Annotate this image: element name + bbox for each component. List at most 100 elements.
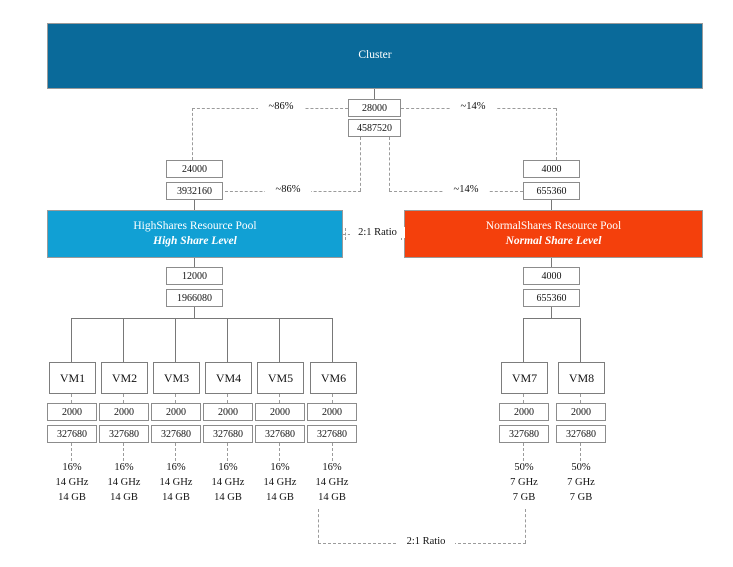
highshares-pool-block[interactable]: HighShares Resource Pool High Share Leve… xyxy=(47,210,343,258)
vm5-mem-shares-box[interactable]: 327680 xyxy=(255,425,305,443)
vm3-percent: 16% xyxy=(166,462,186,473)
vm7-cpu-shares-box[interactable]: 2000 xyxy=(499,403,549,421)
vm6-cpu-shares-box[interactable]: 2000 xyxy=(307,403,357,421)
highshares-child-mem-value: 1966080 xyxy=(177,292,212,304)
normalshares-child-mem-box[interactable]: 655360 xyxy=(523,289,580,307)
vm-label-vm6: VM6 xyxy=(320,370,347,385)
vm2-cpu-shares-box[interactable]: 2000 xyxy=(99,403,149,421)
vm2-percent: 16% xyxy=(114,462,134,473)
vm-box-vm7[interactable]: VM7 xyxy=(501,362,548,394)
vm6-gb: 14 GB xyxy=(318,491,346,503)
vm2-mem-shares-box[interactable]: 327680 xyxy=(99,425,149,443)
vm1-percent: 16% xyxy=(62,462,82,473)
vm4-stats: 16% 14 GHz 14 GB xyxy=(197,461,259,506)
vm2-ghz: 14 GHz xyxy=(107,476,141,488)
vm7-ghz: 7 GHz xyxy=(510,476,538,488)
vm-label-vm2: VM2 xyxy=(111,370,138,385)
vm4-cpu-connector xyxy=(227,394,228,403)
vm7-cpu-connector xyxy=(523,394,524,403)
vm-box-vm4[interactable]: VM4 xyxy=(205,362,252,394)
vm1-stats: 16% 14 GHz 14 GB xyxy=(41,461,103,506)
vm1-cpu-shares-value: 2000 xyxy=(62,406,82,418)
normalshares-pool-block[interactable]: NormalShares Resource Pool Normal Share … xyxy=(404,210,703,258)
vm8-gb: 7 GB xyxy=(569,491,593,503)
vm5-stats: 16% 14 GHz 14 GB xyxy=(249,461,311,506)
highshares-pool-name: HighShares Resource Pool xyxy=(133,219,257,232)
right-bus-stem xyxy=(551,307,552,318)
vm-box-vm6[interactable]: VM6 xyxy=(310,362,357,394)
vm1-mem-shares-box[interactable]: 327680 xyxy=(47,425,97,443)
vm3-cpu-shares-box[interactable]: 2000 xyxy=(151,403,201,421)
vm6-ghz: 14 GHz xyxy=(315,476,349,488)
normalshares-child-stem xyxy=(551,258,552,267)
vm-label-vm4: VM4 xyxy=(215,370,242,385)
vm6-mem-shares-box[interactable]: 327680 xyxy=(307,425,357,443)
highshares-cpu-shares-box[interactable]: 24000 xyxy=(166,160,223,178)
right-vm-bus xyxy=(523,318,580,319)
vm3-mem-shares-box[interactable]: 327680 xyxy=(151,425,201,443)
vm4-cpu-shares-value: 2000 xyxy=(218,406,238,418)
normalshares-child-cpu-box[interactable]: 4000 xyxy=(523,267,580,285)
highshares-pool-stem xyxy=(194,200,195,210)
vm3-ghz: 14 GHz xyxy=(159,476,193,488)
normalshares-mem-shares-box[interactable]: 655360 xyxy=(523,182,580,200)
vm1-mem-shares-value: 327680 xyxy=(57,428,87,440)
vm5-cpu-connector xyxy=(279,394,280,403)
vm5-stat-connector xyxy=(279,443,280,461)
cluster-mem-shares-box[interactable]: 4587520 xyxy=(348,119,401,137)
vm8-cpu-shares-box[interactable]: 2000 xyxy=(556,403,606,421)
vm-box-vm3[interactable]: VM3 xyxy=(153,362,200,394)
vm3-stat-connector xyxy=(175,443,176,461)
mem-split-right-stem xyxy=(389,137,390,191)
normalshares-cpu-shares-value: 4000 xyxy=(541,163,562,175)
vm-box-vm8[interactable]: VM8 xyxy=(558,362,605,394)
vm1-gb: 14 GB xyxy=(58,491,86,503)
vm-box-vm1[interactable]: VM1 xyxy=(49,362,96,394)
vm7-mem-shares-box[interactable]: 327680 xyxy=(499,425,549,443)
pool-ratio-label: 2:1 Ratio xyxy=(350,227,405,238)
vm4-stat-connector xyxy=(227,443,228,461)
highshares-mem-shares-value: 3932160 xyxy=(177,185,212,197)
vm-box-vm5[interactable]: VM5 xyxy=(257,362,304,394)
normalshares-share-level: Normal Share Level xyxy=(505,235,602,247)
vm8-stat-connector xyxy=(580,443,581,461)
highshares-mem-shares-box[interactable]: 3932160 xyxy=(166,182,223,200)
vm5-cpu-shares-box[interactable]: 2000 xyxy=(255,403,305,421)
vm-label-vm3: VM3 xyxy=(163,370,190,385)
normalshares-child-mem-value: 655360 xyxy=(536,292,567,304)
vm4-cpu-shares-box[interactable]: 2000 xyxy=(203,403,253,421)
vm-box-vm2[interactable]: VM2 xyxy=(101,362,148,394)
vm6-mem-shares-value: 327680 xyxy=(317,428,347,440)
normalshares-cpu-shares-box[interactable]: 4000 xyxy=(523,160,580,178)
highshares-child-cpu-box[interactable]: 12000 xyxy=(166,267,223,285)
bottom-ratio-left-drop xyxy=(318,509,319,543)
vm2-mem-shares-value: 327680 xyxy=(109,428,139,440)
vm5-gb: 14 GB xyxy=(266,491,294,503)
vm3-mem-shares-value: 327680 xyxy=(161,428,191,440)
vm5-mem-shares-value: 327680 xyxy=(265,428,295,440)
highshares-child-stem xyxy=(194,258,195,267)
left-vm-drop-3 xyxy=(175,318,176,362)
right-vm-drop-1 xyxy=(523,318,524,362)
vm1-ghz: 14 GHz xyxy=(55,476,89,488)
normalshares-pool-name: NormalShares Resource Pool xyxy=(485,219,622,232)
vm3-cpu-connector xyxy=(175,394,176,403)
vm3-gb: 14 GB xyxy=(162,491,190,503)
vm8-mem-shares-box[interactable]: 327680 xyxy=(556,425,606,443)
cluster-label: Cluster xyxy=(358,49,392,62)
vm1-cpu-connector xyxy=(71,394,72,403)
left-vm-drop-2 xyxy=(123,318,124,362)
vm5-ghz: 14 GHz xyxy=(263,476,297,488)
vm6-cpu-shares-value: 2000 xyxy=(322,406,342,418)
cluster-block[interactable]: Cluster xyxy=(47,23,703,89)
cluster-cpu-shares-value: 28000 xyxy=(362,102,387,114)
mem-right-percent-label: ~14% xyxy=(443,184,489,195)
vm1-cpu-shares-box[interactable]: 2000 xyxy=(47,403,97,421)
highshares-child-mem-box[interactable]: 1966080 xyxy=(166,289,223,307)
normalshares-child-cpu-value: 4000 xyxy=(541,270,562,282)
vm7-cpu-shares-value: 2000 xyxy=(514,406,534,418)
vm4-mem-shares-box[interactable]: 327680 xyxy=(203,425,253,443)
cluster-cpu-shares-box[interactable]: 28000 xyxy=(348,99,401,117)
vm7-percent: 50% xyxy=(514,462,534,473)
